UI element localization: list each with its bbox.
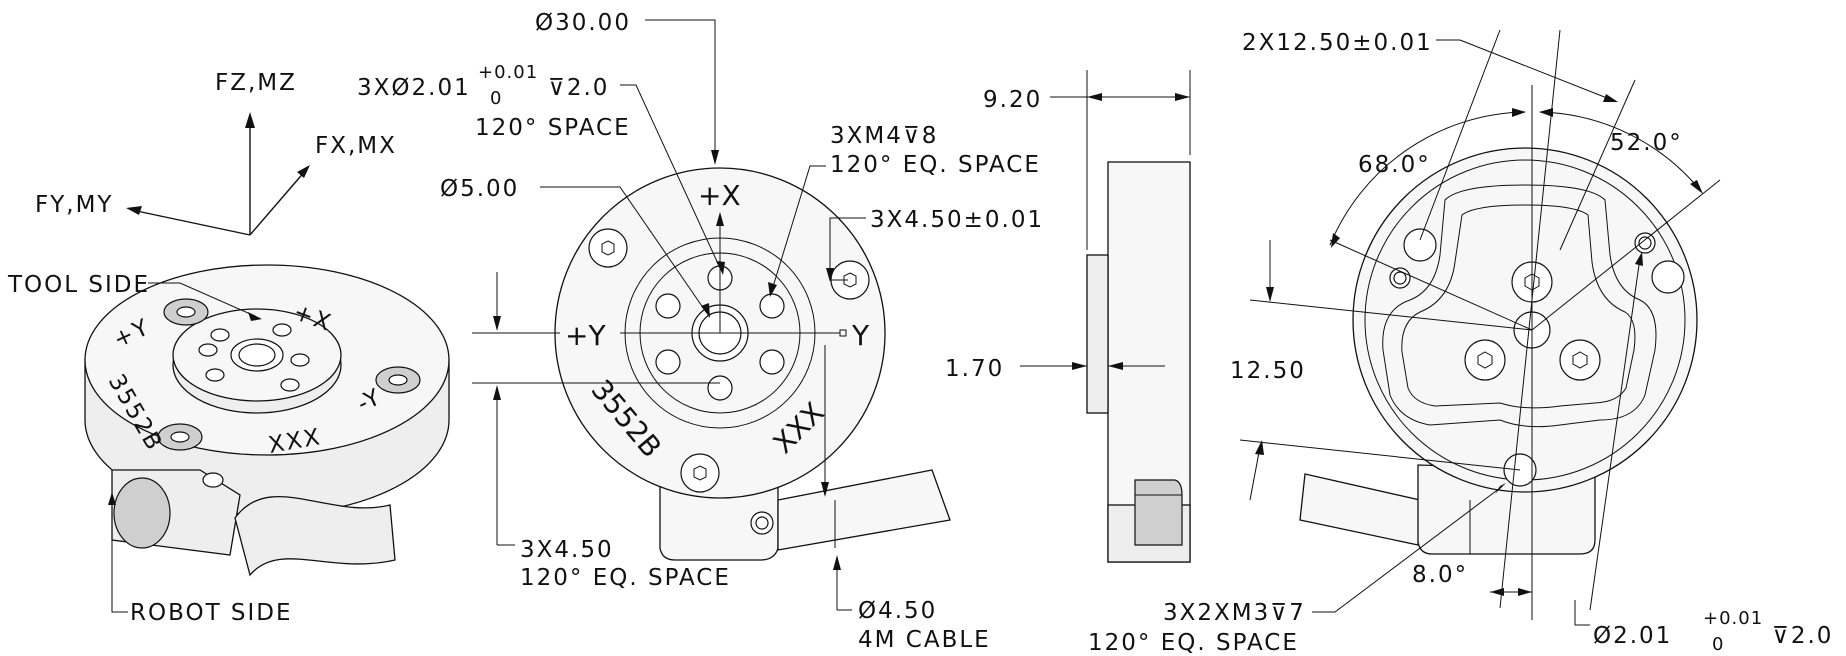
hole-callout-main: 3XØ2.01 [357,75,471,101]
m3-space: 120° EQ. SPACE [1088,630,1299,656]
hole-tol-upper: +0.01 [478,62,538,83]
cable-dia: Ø4.50 [858,598,937,624]
bottom-callout: 3X4.50 [520,537,614,563]
back-cable [1299,473,1421,546]
hole-depth: ⊽2.0 [548,75,609,101]
back-angle-52: 52.0° [1610,130,1683,156]
cable-length: 4M CABLE [858,627,991,653]
hole-space: 120° SPACE [475,115,631,141]
side-width: 9.20 [983,87,1042,113]
dia-450-tol: 3X4.50±0.01 [870,207,1044,233]
back-spacing: 2X12.50±0.01 [1242,30,1433,56]
m4-callout: 3XM4⊽8 [830,123,938,149]
isometric-view: +X +Y -Y 3552B XXX TOOL SIDE ROBOT SIDE [7,264,450,626]
axis-triad: FZ,MZ FX,MX FY,MY [35,70,397,236]
pin-depth: ⊽2.0 [1772,623,1833,649]
side-view: 9.20 1.70 [945,70,1191,563]
connector-knob [113,477,171,549]
side-connector [1134,479,1183,546]
fy-my-label: FY,MY [35,192,113,218]
back-angle-8: 8.0° [1412,562,1468,588]
m4-space: 120° EQ. SPACE [830,152,1041,178]
front-plus-x: +X [698,179,741,212]
front-cable [777,469,951,551]
bottom-space: 120° EQ. SPACE [520,565,731,591]
dia-5-label: Ø5.00 [440,176,519,202]
back-view: 12.50 2X12.50±0.01 68.0° 52.0° 8.0° 3X2X… [1088,29,1833,656]
hole-tol-lower: 0 [490,88,501,109]
iso-cable [234,495,396,577]
fz-mz-label: FZ,MZ [215,70,297,96]
front-plus-y: +Y [565,319,606,352]
trilobe-pocket [1382,184,1657,428]
tool-side-label: TOOL SIDE [7,272,150,298]
front-view: +X +Y Y 3552B XXX Ø30.00 3XØ2.01 +0.01 0… [357,10,1044,653]
pin-tol-upper: +0.01 [1703,608,1763,629]
back-dim-1250: 12.50 [1230,358,1306,384]
side-step: 1.70 [945,356,1004,382]
back-angle-68: 68.0° [1358,152,1431,178]
m3-callout: 3X2XM3⊽7 [1163,600,1306,626]
pin-tol-lower: 0 [1712,634,1723,655]
fx-mx-label: FX,MX [315,133,397,159]
front-y: Y [851,319,870,352]
robot-side-label: ROBOT SIDE [130,600,293,626]
pin-callout: Ø2.01 [1593,623,1672,649]
dia-30-label: Ø30.00 [535,10,631,36]
